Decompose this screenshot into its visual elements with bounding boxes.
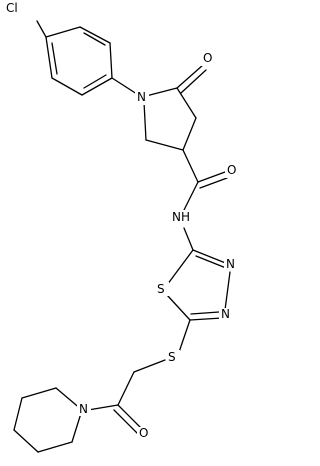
bond (189, 317, 223, 321)
bond (197, 171, 226, 183)
bond (190, 311, 220, 315)
atom-label-n4: N (221, 307, 230, 321)
atom-label-s-ring: S (157, 282, 165, 296)
bond (176, 87, 197, 119)
bond (133, 359, 166, 373)
bond (183, 227, 194, 251)
atom-label-n-lactam: N (137, 90, 146, 104)
bond (87, 404, 119, 411)
bond (145, 87, 178, 97)
atom-label-o-ketone: O (139, 426, 148, 440)
bond (176, 64, 204, 89)
bond (180, 69, 207, 94)
bond (13, 429, 39, 453)
bond (83, 32, 106, 46)
bond (182, 117, 197, 151)
atom-label-nh: NH (172, 210, 190, 224)
bond (117, 371, 135, 406)
atom-label-o-lactam: O (203, 51, 212, 65)
bond (117, 404, 144, 431)
bond (183, 181, 199, 211)
bond (195, 255, 227, 269)
bond (79, 26, 111, 44)
bond (182, 149, 199, 183)
bond (109, 42, 113, 79)
bond (45, 36, 53, 79)
bond (81, 77, 113, 96)
bond (13, 397, 23, 431)
bond (199, 177, 228, 189)
bond (113, 409, 140, 436)
bond (192, 249, 229, 265)
bond (21, 387, 57, 399)
bond (224, 271, 231, 311)
bond (51, 77, 83, 96)
atom-label-n-piperidine: N (79, 402, 88, 416)
bond (166, 294, 191, 321)
bond (145, 139, 184, 151)
bond (51, 42, 58, 75)
bond (166, 249, 194, 286)
atom-label-n3: N (226, 257, 235, 271)
bond (143, 101, 147, 141)
atom-label-cl: Cl (6, 1, 18, 15)
bond (45, 26, 81, 38)
bond (177, 319, 191, 356)
bond (37, 441, 73, 453)
atom-label-o-amide: O (227, 163, 236, 177)
molecule-structure: Cl O N O NH N N S S O N (6, 1, 237, 453)
atom-label-s-thio: S (168, 350, 176, 364)
bond (36, 20, 47, 38)
bond (83, 74, 107, 89)
